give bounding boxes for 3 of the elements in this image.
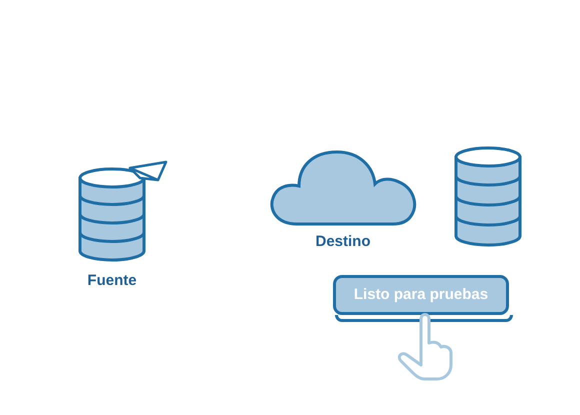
node-label: Destino [314,233,372,250]
ready-button: Listo para pruebas [333,275,509,315]
node-label: Fuente [86,272,138,289]
